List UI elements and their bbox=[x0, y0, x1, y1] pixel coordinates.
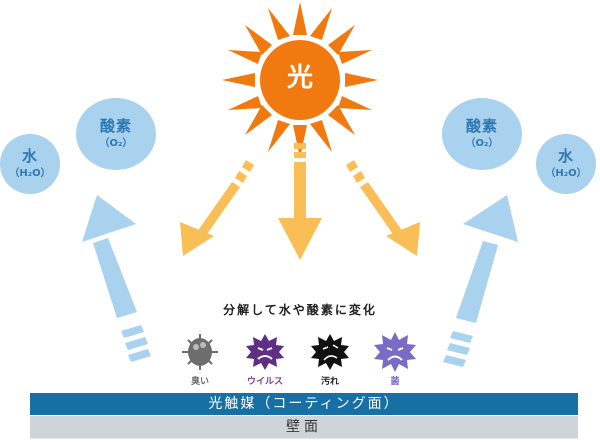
light-arrow-center-icon bbox=[278, 143, 322, 260]
water-bubble-left: 水 （H₂O） bbox=[0, 134, 60, 194]
oxygen-bubble-left: 酸素 （O₂） bbox=[76, 98, 156, 170]
sun-icon bbox=[260, 40, 340, 120]
water-bubble-right: 水 （H₂O） bbox=[536, 134, 596, 194]
germ-label-odor: 臭い bbox=[190, 377, 209, 387]
odor-germ-icon bbox=[182, 334, 218, 370]
dirt-germ-icon bbox=[311, 334, 349, 370]
water-formula: （H₂O） bbox=[9, 168, 51, 179]
oxygen-formula: （O₂） bbox=[99, 138, 133, 149]
light-arrow-right-icon bbox=[346, 160, 420, 256]
decomposition-caption: 分解して水や酸素に変化 bbox=[223, 303, 377, 317]
germ-label-dirt: 汚れ bbox=[320, 377, 339, 387]
light-arrow-left-icon bbox=[180, 160, 254, 256]
wall-surface-layer: 壁面 bbox=[30, 416, 578, 439]
oxygen-label: 酸素 bbox=[465, 117, 498, 135]
up-arrow-left-icon bbox=[82, 195, 151, 362]
water-label: 水 bbox=[557, 147, 574, 165]
up-arrow-right-icon bbox=[443, 195, 518, 367]
germ-label-bacteria: 菌 bbox=[390, 377, 400, 387]
germ-label-virus: ウイルス bbox=[246, 377, 283, 387]
photocatalyst-coating-layer: 光触媒（コーティング面） bbox=[30, 393, 578, 415]
sun-label: 光 bbox=[286, 63, 313, 93]
water-formula: （H₂O） bbox=[545, 168, 587, 179]
sun-rays-icon bbox=[222, 2, 378, 158]
water-label: 水 bbox=[21, 147, 38, 165]
virus-germ-icon bbox=[246, 334, 284, 370]
oxygen-formula: （O₂） bbox=[465, 138, 499, 149]
bacteria-germ-icon bbox=[374, 332, 416, 372]
oxygen-label: 酸素 bbox=[99, 117, 132, 135]
oxygen-bubble-right: 酸素 （O₂） bbox=[442, 98, 522, 170]
